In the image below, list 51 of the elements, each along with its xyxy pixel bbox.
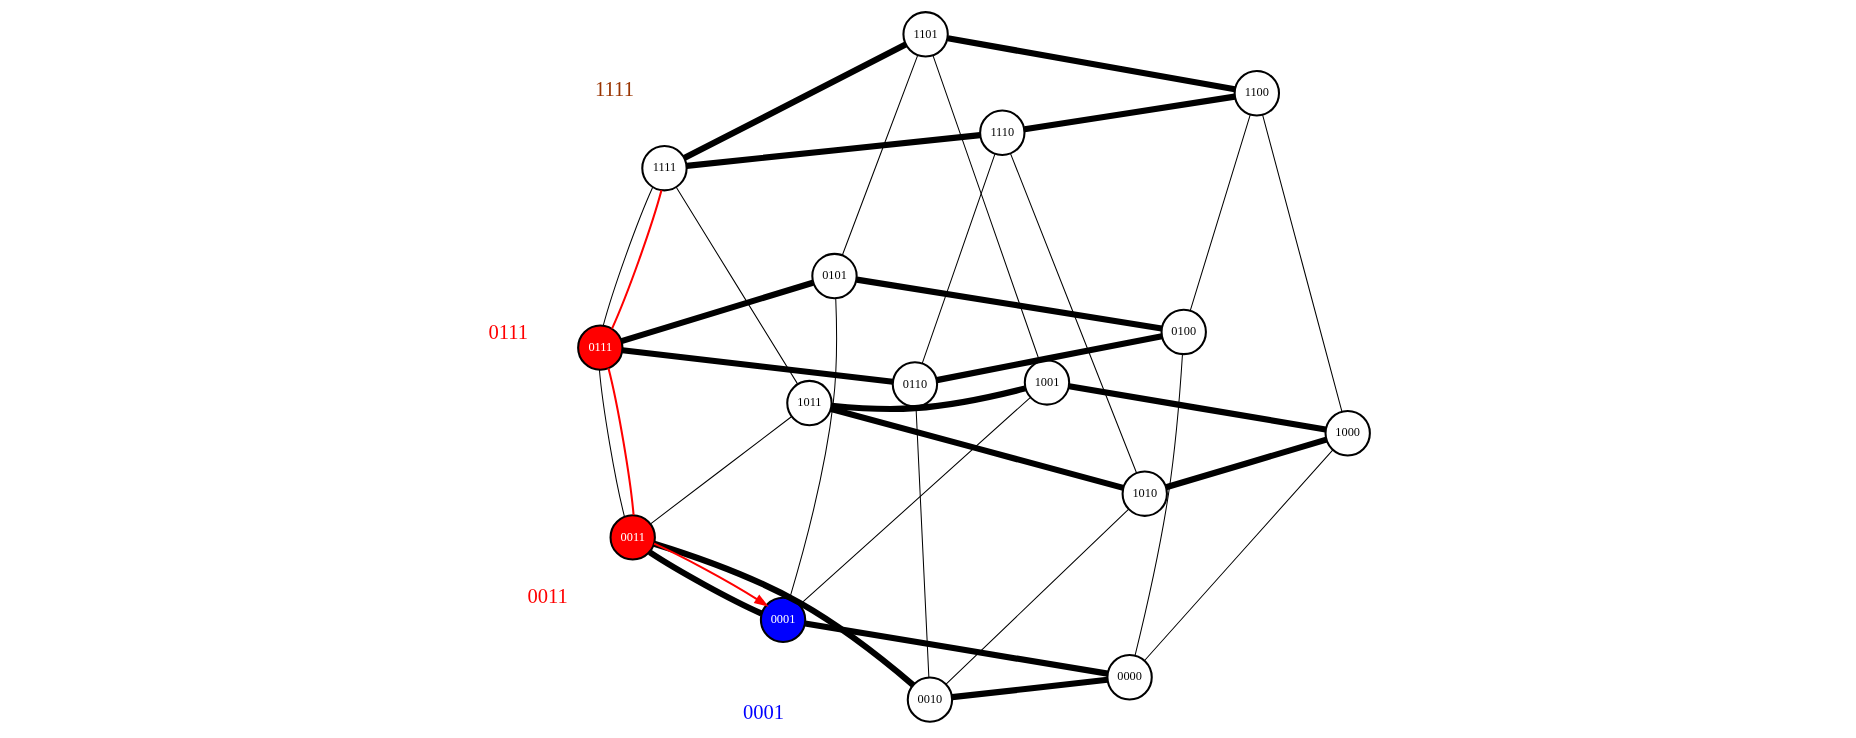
connector [607,368,635,516]
connector [841,54,918,256]
connector [1009,153,1137,474]
node-circle: 0001 [759,596,806,644]
node-circle: 1010 [1121,470,1168,517]
connector [682,41,907,161]
connector [1143,449,1333,661]
connector [610,190,662,329]
node-circle: 0011 [609,514,656,561]
node-circle: 1011 [785,379,833,427]
connector [1068,383,1326,433]
node-circle: 1111 [640,145,688,192]
connector [829,405,1124,491]
connector [935,333,1162,384]
connector [675,186,798,385]
connector [621,347,893,385]
connector [598,369,625,518]
node-label: 0111 [487,321,528,344]
connector [921,153,995,364]
node-circle: 1001 [1023,359,1070,406]
connector [855,276,1162,332]
arrow [653,542,769,607]
node-circle: 0000 [1105,654,1153,701]
connector [946,35,1235,93]
node-circle: 1100 [1233,70,1280,117]
node-circle: 0110 [891,361,938,408]
connector [1023,93,1235,133]
connector [1189,114,1251,311]
connector [1261,114,1342,413]
connector [647,549,763,617]
node-label: 0001 [742,700,784,723]
connector [951,676,1108,701]
node-label: 0011 [526,584,568,607]
connector [804,620,1108,677]
connector [652,540,915,688]
connector [685,132,980,169]
connector [620,279,814,345]
connector [649,416,792,525]
node-circle: 1101 [901,11,949,58]
connector [945,508,1129,685]
node-circle: 0100 [1160,308,1207,356]
connector [1164,436,1327,491]
node-circle: 0111 [576,324,623,371]
node-label: 1111 [594,77,634,100]
connector [830,385,1026,413]
node-circle: 0010 [906,676,953,723]
node-circle: 1000 [1324,410,1371,457]
node-circle: 0101 [810,252,858,300]
connector [602,186,653,326]
connector [1134,353,1183,657]
node-circle: 1110 [978,109,1025,156]
